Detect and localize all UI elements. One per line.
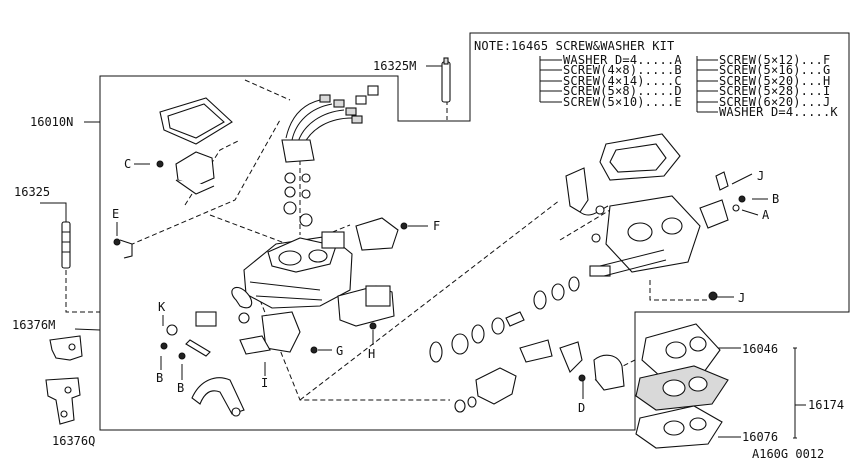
note-item-k: WASHER D=4.....K [719, 105, 838, 119]
callout-c: C [124, 157, 131, 171]
callout-i: I [261, 376, 268, 390]
part-label-16376q: 16376Q [52, 434, 95, 448]
part-wire-harness [281, 85, 379, 227]
part-label-16325: 16325 [14, 185, 50, 199]
part-linkage-left [160, 286, 253, 417]
callout-b-right: B [772, 192, 779, 206]
part-label-16174: 16174 [808, 398, 844, 412]
part-label-16046: 16046 [742, 342, 778, 356]
callout-g: G [336, 344, 343, 358]
note-item-h: SCREW(5×20)...H [719, 74, 830, 88]
callout-d: D [578, 401, 585, 415]
part-thermo-housing [238, 311, 318, 355]
note-item-f: SCREW(5×12)...F [719, 53, 830, 67]
callout-b-left: B [156, 371, 163, 385]
note-header: NOTE:16465 SCREW&WASHER KIT [474, 39, 674, 53]
part-throttle-body [565, 133, 746, 301]
note-item-a: WASHER D=4.....A [563, 53, 682, 67]
note-item-d: SCREW(5×8).....D [563, 84, 682, 98]
callout-b-mid: B [177, 381, 184, 395]
part-16325m-rod [441, 57, 451, 103]
part-e-clip [113, 238, 133, 259]
note-item-i: SCREW(5×28)...I [719, 84, 830, 98]
part-vacuum-unit [337, 285, 395, 330]
part-gasket-16046 [641, 323, 721, 377]
part-label-16325m: 16325M [373, 59, 416, 73]
note-item-e: SCREW(5×10)....E [563, 95, 682, 109]
note-item-j: SCREW(6×20)...J [719, 95, 830, 109]
part-choke-cover [156, 151, 215, 195]
part-heat-plate [635, 365, 729, 411]
callout-j-top: J [757, 169, 764, 183]
callout-e: E [112, 207, 119, 221]
part-label-16076: 16076 [742, 430, 778, 444]
part-16376m-bracket [49, 328, 101, 361]
callout-a: A [762, 208, 770, 222]
part-carburetor-body [243, 217, 408, 309]
note-item-g: SCREW(5×16)...G [719, 63, 830, 77]
part-gasket-16076 [635, 405, 723, 449]
note-item-b: SCREW(4×8).....B [563, 63, 682, 77]
part-16376q-bracket [45, 377, 81, 425]
bracket-16174 [718, 347, 806, 439]
part-air-horn-gasket [159, 97, 233, 145]
note-item-c: SCREW(4×14)....C [563, 74, 682, 88]
part-label-16376m: 16376M [12, 318, 55, 332]
part-linkage-bottom [454, 339, 625, 413]
callout-j-bottom: J [738, 291, 745, 305]
callout-h: H [368, 347, 375, 361]
part-16325-pin [40, 202, 71, 269]
note-block: NOTE:16465 SCREW&WASHER KIT WASHER D=4..… [474, 39, 838, 119]
part-label-16010n: 16010N [30, 115, 73, 129]
callout-f: F [433, 219, 440, 233]
frame-lines [84, 32, 850, 431]
figure-code: A160G 0012 [752, 447, 824, 461]
part-spring-chain [429, 265, 611, 363]
callout-k: K [158, 300, 166, 314]
